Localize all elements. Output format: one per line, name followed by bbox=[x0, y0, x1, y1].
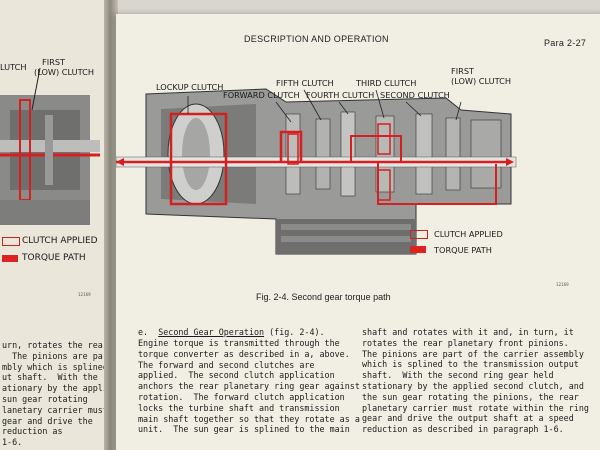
label-second-clutch: SECOND CLUTCH bbox=[380, 90, 450, 100]
column-2-text: shaft and rotates with it and, in turn, … bbox=[362, 327, 589, 435]
left-text-line: urn, rotates the rear bbox=[2, 340, 108, 350]
right-page: DESCRIPTION AND OPERATION Para 2-27 bbox=[116, 14, 600, 450]
text-line: the sun gear rotating the pinions, the r… bbox=[362, 391, 579, 402]
left-text-line: lanetary carrier must bbox=[2, 404, 108, 415]
label-fifth-clutch: FIFTH CLUTCH bbox=[276, 78, 334, 88]
text-line: torque converter as described in a, abov… bbox=[138, 348, 350, 359]
figure-caption: Fig. 2-4. Second gear torque path bbox=[256, 292, 391, 302]
page-header-title: DESCRIPTION AND OPERATION bbox=[244, 34, 389, 44]
left-text-line: ationary by the applied bbox=[2, 383, 118, 394]
label-lockup-clutch: LOCKUP CLUTCH bbox=[156, 82, 224, 92]
figure-number: 12169 bbox=[556, 282, 569, 287]
left-label-first: FIRST bbox=[42, 57, 66, 67]
left-text-line: mbly which is splined bbox=[2, 361, 108, 372]
text-line: The pinions are part of the carrier asse… bbox=[362, 348, 584, 359]
text-line: rotation. The forward clutch application bbox=[138, 391, 345, 402]
label-third-clutch: THIRD CLUTCH bbox=[356, 78, 417, 88]
left-text-line: reduction as bbox=[2, 426, 63, 437]
text-line: anchors the rear planetary ring gear aga… bbox=[138, 381, 360, 392]
text-line: gear and drive the output shaft at a spe… bbox=[362, 413, 574, 424]
torque-path-swatch bbox=[410, 246, 426, 253]
section-heading: e. Second Gear Operation (fig. 2-4). bbox=[138, 327, 325, 338]
left-torque-path-swatch bbox=[2, 255, 18, 262]
text-line: main shaft together so that they rotate … bbox=[138, 413, 360, 424]
heading-prefix: e. bbox=[138, 327, 149, 337]
legend-torque-path: TORQUE PATH bbox=[434, 245, 492, 255]
left-page-text: urn, rotates the rear The pinions are pa… bbox=[2, 340, 118, 448]
text-line: rotates the rear planetary front pinions… bbox=[362, 337, 569, 348]
column-1-text: Engine torque is transmitted through the… bbox=[138, 338, 360, 435]
transmission-cutaway-diagram bbox=[116, 88, 517, 255]
text-line: reduction as described in paragraph 1-6. bbox=[362, 424, 564, 435]
left-text-line: The pinions are part bbox=[2, 350, 113, 361]
left-text-line: gear and drive the bbox=[2, 415, 93, 426]
text-line: which is splined to the transmission out… bbox=[362, 359, 579, 370]
text-line: unit. The sun gear is splined to the mai… bbox=[138, 424, 350, 435]
label-first: FIRST bbox=[451, 66, 475, 76]
left-text-line: 1-6. bbox=[2, 437, 23, 448]
text-line: locks the turbine shaft and transmission bbox=[138, 402, 340, 413]
label-low-clutch: (LOW) CLUTCH bbox=[451, 76, 512, 86]
left-page-diagram bbox=[0, 67, 100, 225]
left-legend-clutch-applied: CLUTCH APPLIED bbox=[22, 236, 98, 246]
text-line: The forward and second clutches are bbox=[138, 359, 315, 370]
heading-title: Second Gear Operation bbox=[158, 327, 265, 337]
left-legend-torque-path: TORQUE PATH bbox=[22, 253, 86, 263]
left-label-clutch: LUTCH bbox=[0, 62, 27, 72]
book-gutter bbox=[104, 0, 118, 450]
left-clutch-applied-swatch bbox=[2, 237, 20, 246]
text-line: stationary by the applied second clutch,… bbox=[362, 380, 584, 391]
left-text-line: sun gear rotating bbox=[2, 393, 88, 404]
legend-clutch-applied: CLUTCH APPLIED bbox=[434, 229, 503, 239]
text-line: shaft. With the second ring gear held bbox=[362, 370, 554, 381]
heading-suffix: (fig. 2-4). bbox=[264, 327, 325, 337]
label-forward-clutch: FORWARD CLUTCH bbox=[223, 90, 300, 100]
left-page: LUTCH FIRST (LOW) CLUTCH CLUTCH APPLIED … bbox=[0, 0, 118, 450]
left-text-line: ut shaft. With the bbox=[2, 372, 98, 383]
left-label-low-clutch: (LOW) CLUTCH bbox=[34, 67, 95, 77]
text-line: shaft and rotates with it and, in turn, … bbox=[362, 327, 574, 337]
page-header-para: Para 2-27 bbox=[544, 38, 587, 48]
text-line: applied. The second clutch application bbox=[138, 370, 335, 381]
clutch-applied-swatch bbox=[410, 230, 428, 239]
text-line: Engine torque is transmitted through the bbox=[138, 338, 340, 348]
text-line: planetary carrier must rotate within the… bbox=[362, 402, 589, 413]
label-fourth-clutch: FOURTH CLUTCH bbox=[306, 90, 375, 100]
left-figure-number: 12169 bbox=[78, 292, 91, 297]
